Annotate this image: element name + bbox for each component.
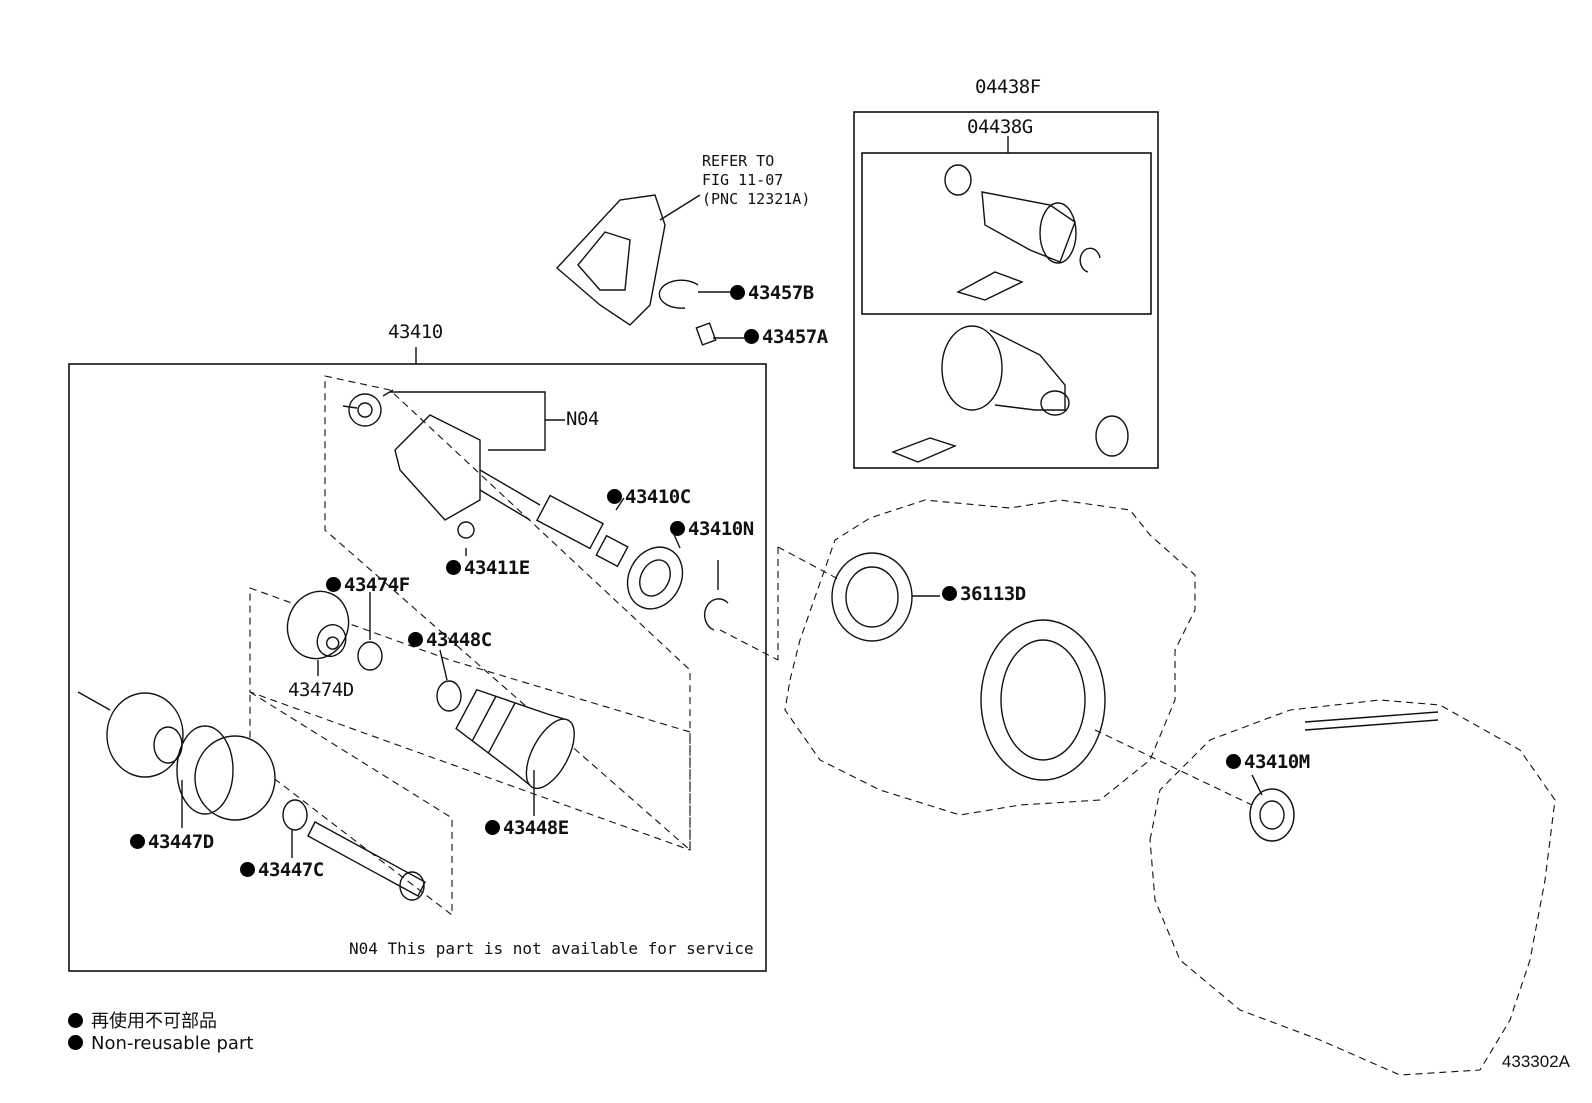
label-43410c: 43410C [607, 488, 691, 507]
snap-ring-43410n [703, 598, 729, 631]
legend-dot [68, 1035, 83, 1050]
clamp-43474f [357, 641, 383, 671]
label-43457a: 43457A [744, 328, 828, 347]
non-reusable-dot [240, 862, 255, 877]
non-reusable-dot [670, 521, 685, 536]
non-reusable-dot [326, 577, 341, 592]
label-43474f: 43474F [326, 576, 410, 595]
clamp-43448c [436, 680, 462, 712]
transaxle-housing [784, 499, 1196, 816]
non-reusable-dot [130, 834, 145, 849]
label-04438f: 04438F [975, 76, 1041, 98]
label-43448c: 43448C [408, 631, 492, 650]
label-43410: 43410 [388, 321, 443, 343]
snap-ring-43411e [457, 521, 475, 539]
bearing-43410c [626, 546, 684, 610]
label-n04: N04 [566, 408, 599, 430]
box-04438g [861, 152, 1152, 315]
non-reusable-dot [607, 489, 622, 504]
legend-item-jp: 再使用不可部品 [68, 1007, 217, 1033]
transmission-bracket [555, 194, 666, 326]
non-reusable-dot [408, 632, 423, 647]
non-reusable-dot [446, 560, 461, 575]
oil-seal-36113d [831, 552, 913, 642]
label-43447d: 43447D [130, 833, 214, 852]
non-reusable-dot [1226, 754, 1241, 769]
box-43410 [68, 363, 767, 972]
boot-43448e [455, 688, 575, 790]
non-reusable-dot [744, 329, 759, 344]
label-43411e: 43411E [446, 559, 530, 578]
label-43474d: 43474D [288, 679, 354, 701]
label-36113d: 36113D [942, 585, 1026, 604]
legend-dot [68, 1013, 83, 1028]
transaxle-rear [1149, 699, 1556, 1076]
label-43448e: 43448E [485, 819, 569, 838]
service-note: N04 This part is not available for servi… [349, 939, 754, 958]
ring-43457b [658, 279, 699, 309]
outer-shaft-assembly [77, 691, 426, 901]
label-43410n: 43410N [670, 520, 754, 539]
label-43410m: 43410M [1226, 753, 1310, 772]
damper-43474d [286, 590, 350, 660]
non-reusable-dot [942, 586, 957, 601]
kit-boot-outer [944, 164, 1101, 301]
refer-note: REFER TO FIG 11-07 (PNC 12321A) [702, 152, 811, 208]
legend-item-en: Non-reusable part [68, 1033, 253, 1054]
non-reusable-dot [730, 285, 745, 300]
plug-43457a [695, 322, 717, 346]
box-04438f [853, 111, 1159, 469]
non-reusable-dot [485, 820, 500, 835]
tripod-joint [342, 389, 394, 427]
oil-seal-43410m [1249, 788, 1295, 842]
inner-joint-housing [394, 414, 629, 568]
label-43457b: 43457B [730, 284, 814, 303]
figure-id: 433302A [1501, 1052, 1570, 1071]
label-04438g: 04438G [967, 116, 1033, 138]
kit-boot-inner [891, 325, 1129, 463]
label-43447c: 43447C [240, 861, 324, 880]
